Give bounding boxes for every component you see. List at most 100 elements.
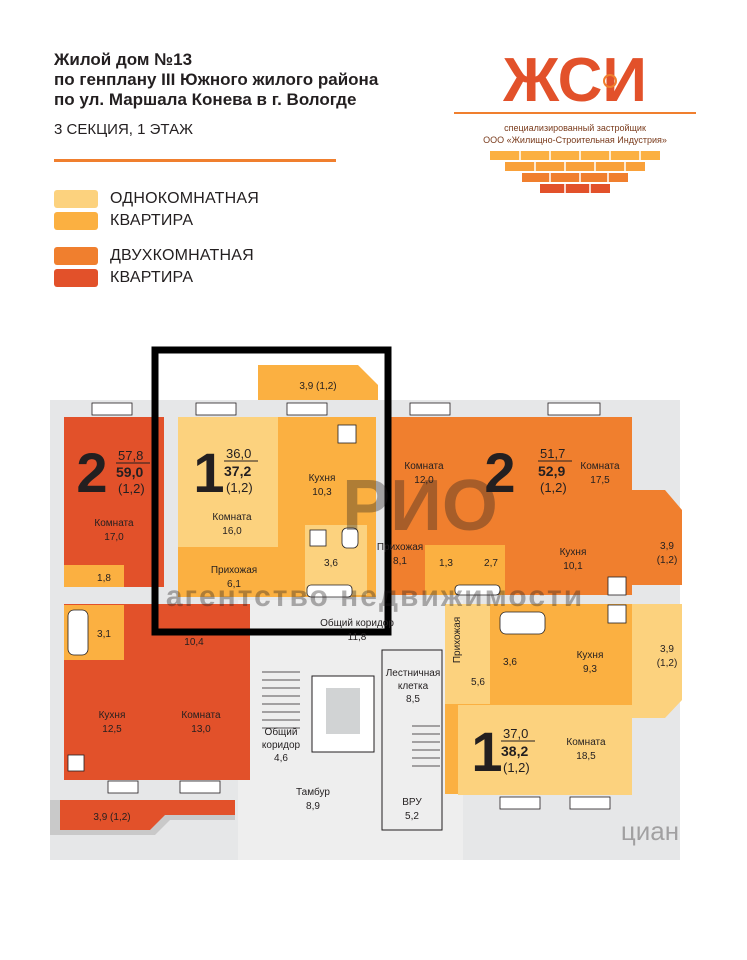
apt-a-area2: 59,0 — [116, 464, 143, 480]
apartment-a-badge: 2 57,8 59,0 (1,2) — [76, 441, 150, 504]
label-balcony-a: 3,9 (1,2) — [93, 812, 130, 823]
label-kitchen-d-val: 9,3 — [583, 664, 597, 675]
legend-one-room-1: ОДНОКОМНАТНАЯ — [54, 189, 259, 209]
bathtub-icon — [306, 584, 353, 598]
title-divider — [54, 159, 336, 162]
label-wc-c: 1,3 — [439, 558, 453, 569]
label-kitchen-a-val: 12,5 — [102, 724, 122, 735]
logo-bricks-icon — [490, 151, 660, 193]
stair-core — [262, 649, 443, 831]
label-balcony-c: 3,9 — [660, 541, 674, 552]
apt-c-rooms: 2 — [484, 441, 515, 504]
label-corridor2: Общий — [265, 726, 298, 738]
title-line-3: по ул. Маршала Конева в г. Вологде — [54, 90, 357, 109]
label-kitchen-c: Кухня — [560, 547, 587, 558]
label-room-c2-val: 17,5 — [590, 475, 610, 486]
label-kitchen-b: Кухня — [309, 473, 336, 484]
section-floor-label: 3 СЕКЦИЯ, 1 ЭТАЖ — [54, 121, 193, 138]
company-logo: ЖСИ специализированный застройщик ООО «Ж… — [454, 46, 696, 193]
label-balcony-d-coef: (1,2) — [657, 658, 678, 669]
apartment-b-badge: 1 36,0 37,2 (1,2) — [193, 441, 258, 504]
stove-icon — [607, 604, 627, 624]
label-balcony-d: 3,9 — [660, 644, 674, 655]
apartment-c — [388, 417, 682, 596]
legend-label-one-room-1: ОДНОКОМНАТНАЯ — [110, 190, 259, 207]
label-room-a: Комната — [94, 518, 134, 529]
label-hall-a-val: 10,4 — [184, 637, 204, 648]
label-balcony-c-coef: (1,2) — [657, 555, 678, 566]
label-tambour: Тамбур — [296, 786, 330, 798]
label-room-d: Комната — [566, 737, 606, 748]
apartment-d-badge: 1 37,0 38,2 (1,2) — [471, 720, 535, 783]
apt-b-coef: (1,2) — [226, 480, 253, 495]
label-tambour-val: 8,9 — [306, 801, 320, 812]
label-hall-d: Прихожая — [452, 617, 463, 663]
project-title: Жилой дом №13 по генплану III Южного жил… — [54, 50, 378, 110]
label-room-b-val: 16,0 — [222, 526, 242, 537]
label-room-d-val: 18,5 — [576, 751, 596, 762]
apt-c-area1: 51,7 — [540, 446, 565, 461]
legend-swatch-one-room-light — [54, 190, 98, 208]
label-room-b: Комната — [212, 512, 252, 523]
legend-label-two-room-1: ДВУХКОМНАТНАЯ — [110, 247, 254, 264]
label-stair-val: 8,5 — [406, 694, 420, 705]
toilet-icon — [341, 527, 359, 549]
apt-d-area1: 37,0 — [503, 726, 528, 741]
apt-b-area2: 37,2 — [224, 463, 251, 479]
label-hall-b: Прихожая — [211, 565, 257, 576]
label-kitchen-a: Кухня — [99, 710, 126, 721]
label-kitchen-d: Кухня — [577, 650, 604, 661]
title-line-2: по генплану III Южного жилого района — [54, 70, 379, 89]
label-kitchen-b-val: 10,3 — [312, 487, 332, 498]
watermark-agency: агентство недвижимости — [166, 580, 584, 613]
logo-ring-icon — [603, 74, 617, 88]
legend-two-room-2: КВАРТИРА — [54, 268, 193, 288]
logo-letters: ЖСИ — [502, 46, 647, 115]
sink-icon — [309, 529, 327, 547]
watermark: РИО агентство недвижимости циан — [166, 466, 679, 846]
legend-one-room-2: КВАРТИРА — [54, 211, 193, 231]
label-corridor2b: коридор — [262, 740, 301, 751]
label-bath-d: 3,6 — [503, 657, 517, 668]
stove-icon — [67, 754, 85, 772]
bathtub-icon — [499, 611, 546, 635]
label-hall-c: Прихожая — [377, 542, 423, 553]
logo-line-2: ООО «Жилищно-Строительная Индустрия» — [483, 135, 667, 145]
legend-swatch-two-room-dark — [54, 269, 98, 287]
windows — [91, 402, 611, 810]
stove-icon — [337, 424, 357, 444]
label-hall-d-val: 5,6 — [471, 677, 485, 688]
label-corridor2-val: 4,6 — [274, 753, 288, 764]
label-vru: ВРУ — [402, 797, 422, 808]
label-room-a2-val: 13,0 — [191, 724, 211, 735]
label-balcony-top: 3,9 (1,2) — [299, 381, 336, 392]
watermark-cian: циан — [621, 816, 679, 846]
label-room-a2: Комната — [181, 710, 221, 721]
label-bath-b: 3,6 — [324, 558, 338, 569]
label-stair: Лестничная — [386, 668, 441, 679]
apt-a-area1: 57,8 — [118, 448, 143, 463]
legend-label-one-room-2: КВАРТИРА — [110, 212, 194, 229]
bathtub-icon — [67, 609, 89, 656]
apt-d-coef: (1,2) — [503, 760, 530, 775]
label-corridor-val: 11,8 — [348, 632, 367, 643]
apt-c-area2: 52,9 — [538, 463, 565, 479]
label-bath-a: 3,1 — [97, 629, 111, 640]
apt-d-area2: 38,2 — [501, 743, 528, 759]
apt-a-coef: (1,2) — [118, 481, 145, 496]
apt-a-rooms: 2 — [76, 441, 107, 504]
apt-b-area1: 36,0 — [226, 446, 251, 461]
label-room-c2: Комната — [580, 461, 620, 472]
apartment-b — [178, 365, 378, 598]
room-labels: 3,9 (1,2) Кухня 10,3 Комната 16,0 Прихож… — [93, 381, 677, 823]
logo-line-1: специализированный застройщик — [504, 123, 646, 133]
legend-swatch-one-room — [54, 212, 98, 230]
apt-c-coef: (1,2) — [540, 480, 567, 495]
label-room-c1-val: 12,0 — [414, 475, 434, 486]
label-room-c1: Комната — [404, 461, 444, 472]
label-bath-c: 2,7 — [484, 558, 498, 569]
watermark-brand: РИО — [342, 466, 498, 546]
label-stair-2: клетка — [398, 681, 429, 692]
legend-swatch-two-room — [54, 247, 98, 265]
